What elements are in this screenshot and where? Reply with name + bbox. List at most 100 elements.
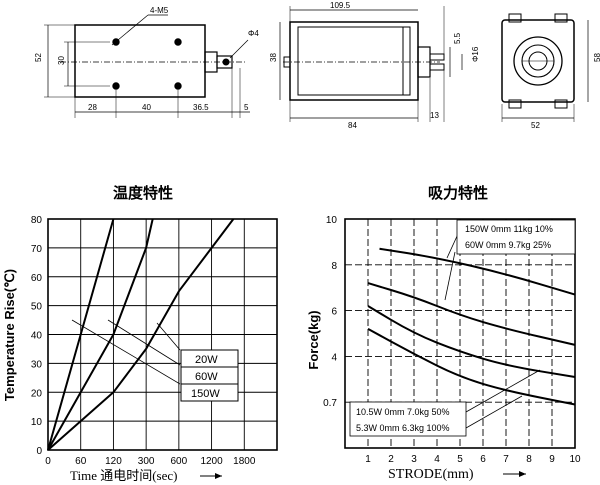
pin-leader [229, 39, 249, 59]
temp-y-tick: 0 [36, 446, 42, 457]
force-y-tick: 10 [326, 215, 338, 226]
temp-x-tick: 600 [171, 456, 188, 467]
dim-13: 13 [430, 111, 439, 120]
temp-series [47, 218, 235, 451]
force-label-box-top: 150W 0mm 11kg 10% 60W 0mm 9.7kg 25% [456, 219, 576, 255]
dim-28: 28 [88, 103, 97, 112]
front-view [44, 14, 250, 118]
temp-x-tick: 60 [75, 456, 87, 467]
temp-grid [48, 219, 277, 450]
temp-x-tick: 300 [138, 456, 155, 467]
force-y-ticks: 0.7 4 6 8 10 [323, 215, 337, 409]
dim-front-52: 52 [34, 53, 43, 62]
mount-hole-2 [174, 38, 182, 46]
temp-line-60w [47, 218, 154, 451]
dim-109-5: 109.5 [330, 1, 351, 10]
force-y-tick: 8 [331, 261, 337, 272]
hole-leader [111, 14, 149, 46]
force-leaders [444, 233, 541, 429]
force-x-tick: 5 [457, 454, 463, 465]
end-body [501, 19, 575, 103]
temp-y-tick: 30 [31, 359, 43, 370]
temp-line-150w [47, 218, 115, 451]
temp-y-tick: 40 [31, 331, 43, 342]
temp-y-label: Temperature Rise(℃) [2, 269, 17, 401]
temp-x-tick: 0 [45, 456, 51, 467]
dim-84: 84 [348, 121, 357, 130]
mount-hole-4 [174, 82, 182, 90]
force-line-3 [367, 328, 576, 406]
dim-52: 52 [531, 121, 540, 130]
dim-5: 5 [244, 103, 249, 112]
force-line-1 [367, 282, 576, 346]
dim-38: 38 [269, 53, 278, 62]
hole-callout: 4-M5 [150, 6, 169, 15]
dim-front-30: 30 [57, 56, 66, 65]
force-x-tick: 7 [503, 454, 509, 465]
end-view [501, 13, 589, 122]
end-outer-ring [513, 36, 563, 86]
force-label-10w: 10.5W 0mm 7.0kg 50% [356, 407, 450, 417]
end-view-labels: 52 58 [531, 53, 600, 130]
force-x-tick: 1 [365, 454, 371, 465]
temp-chart-title: 温度特性 [113, 184, 173, 202]
temp-y-tick: 20 [31, 388, 43, 399]
temp-legend-leaders [71, 319, 181, 385]
temp-x-tick: 1200 [200, 456, 223, 467]
force-y-tick: 4 [331, 352, 337, 363]
temp-y-tick: 50 [31, 302, 43, 313]
legend-60w: 60W [195, 371, 218, 383]
force-label-60w: 60W 0mm 9.7kg 25% [465, 240, 551, 250]
legend-150w-box [180, 383, 239, 402]
temp-x-label: Time 通电时间(sec) [70, 468, 178, 483]
force-x-tick: 4 [434, 454, 440, 465]
force-x-tick: 6 [480, 454, 486, 465]
force-label-150w: 150W 0mm 11kg 10% [465, 224, 553, 234]
temp-chart: 温度特性 0 10 20 30 40 50 60 70 80 0 60 120 300 600 1200 1… [2, 184, 278, 483]
force-series [367, 247, 576, 406]
force-label-box-bottom: 10.5W 0mm 7.0kg 50% 5.3W 0mm 6.3kg 100% [349, 401, 467, 437]
dim-58: 58 [593, 53, 600, 62]
force-x-tick: 9 [549, 454, 555, 465]
force-x-ticks: 1 2 3 4 5 6 7 8 9 10 [365, 454, 581, 465]
front-view-labels: 4-M5 52 30 28 40 36.5 5 [34, 6, 249, 112]
temp-y-tick: 80 [31, 215, 43, 226]
force-x-tick: 10 [569, 454, 581, 465]
force-y-label: Force(kg) [306, 310, 321, 369]
side-view-labels: 109.5 84 38 13 Φ16 5.5 Φ4 [248, 1, 480, 130]
force-x-tick: 8 [526, 454, 532, 465]
temp-line-20w [47, 218, 235, 451]
side-end-plate [402, 26, 411, 96]
force-x-tick: 3 [411, 454, 417, 465]
side-view [279, 6, 463, 122]
force-line-0 [379, 247, 576, 296]
dim-phi4: Φ4 [248, 29, 259, 38]
temp-y-tick: 10 [31, 417, 43, 428]
temp-y-ticks: 0 10 20 30 40 50 60 70 80 [31, 215, 43, 457]
temp-x-tick: 120 [105, 456, 122, 467]
dim-36-5: 36.5 [193, 103, 209, 112]
front-plunger [216, 55, 233, 69]
mount-hole-3 [112, 82, 120, 90]
front-pin-hole [222, 58, 230, 66]
temp-legend: 20W 60W 150W [180, 349, 239, 402]
dim-phi16: Φ16 [471, 46, 480, 62]
temp-y-tick: 70 [31, 244, 43, 255]
dim-5-5: 5.5 [453, 32, 462, 44]
temp-y-tick: 60 [31, 273, 43, 284]
force-y-tick: 6 [331, 307, 337, 318]
force-x-label: STRODE(mm) [388, 467, 474, 482]
force-line-2 [367, 305, 576, 378]
force-chart-title: 吸力特性 [428, 184, 488, 202]
side-body [289, 21, 419, 101]
legend-20w: 20W [195, 354, 218, 366]
force-label-5w: 5.3W 0mm 6.3kg 100% [356, 423, 450, 433]
force-x-tick: 2 [388, 454, 394, 465]
temp-x-tick: 1800 [233, 456, 256, 467]
temp-x-ticks: 0 60 120 300 600 1200 1800 [45, 456, 256, 467]
side-plunger [417, 46, 431, 78]
dim-40: 40 [142, 103, 151, 112]
force-y-tick: 0.7 [323, 398, 337, 409]
